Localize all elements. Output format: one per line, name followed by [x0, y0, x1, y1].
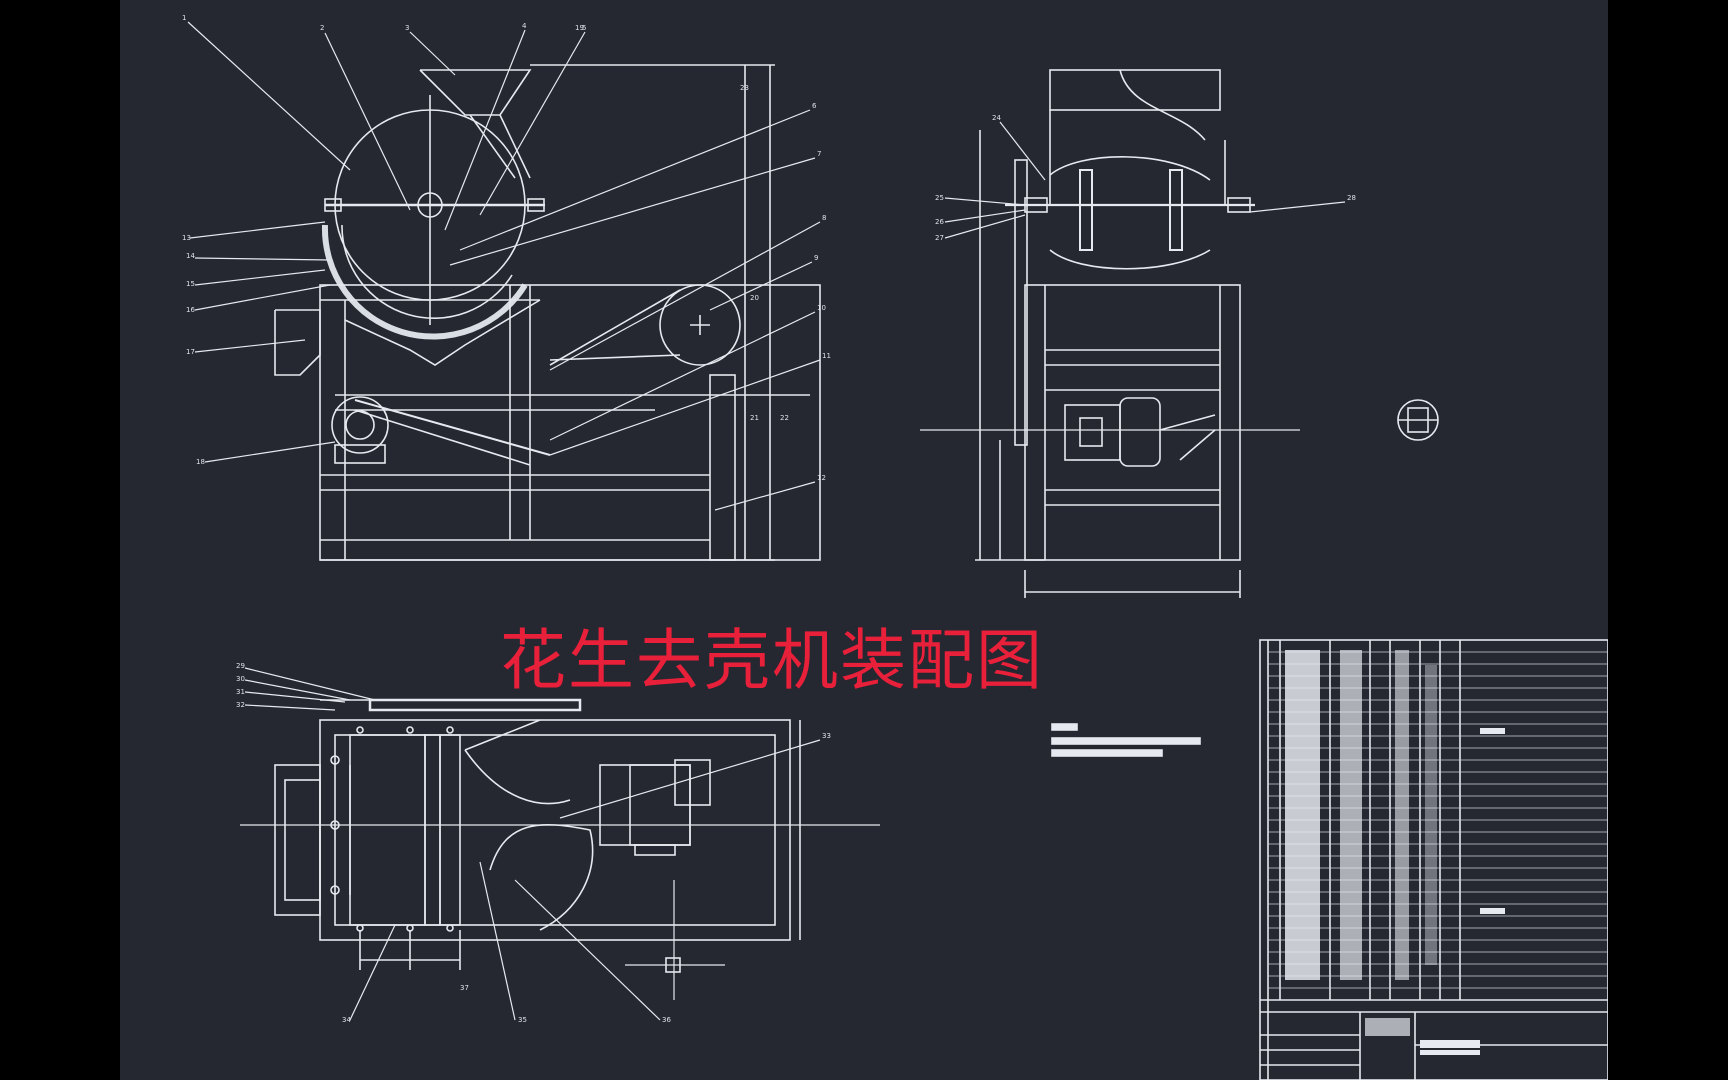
callout-number: 31	[236, 688, 245, 696]
letterbox-left	[0, 0, 120, 1080]
callout-number: 36	[662, 1016, 671, 1024]
callout-number: 23	[740, 84, 749, 92]
callout-number: 32	[236, 701, 245, 709]
callout-number: 13	[182, 234, 191, 242]
callout-number: 9	[814, 254, 818, 262]
callout-number: 11	[822, 352, 831, 360]
callout-number: 33	[822, 732, 831, 740]
callout-number: 27	[935, 234, 944, 242]
callout-number: 10	[817, 304, 826, 312]
callout-number: 8	[822, 214, 826, 222]
callout-number: 35	[518, 1016, 527, 1024]
callout-number: 34	[342, 1016, 351, 1024]
callout-number: 21	[750, 414, 759, 422]
callout-number: 14	[186, 252, 195, 260]
callout-number: 2	[320, 24, 324, 32]
callout-number: 17	[186, 348, 195, 356]
letterbox-right	[1608, 0, 1728, 1080]
drawing-svg: 1234567891011121314151617181920212223242…	[182, 14, 1608, 1080]
callout-number: 24	[992, 114, 1001, 122]
callout-number: 18	[196, 458, 205, 466]
parts-list-cell-text	[1285, 650, 1505, 1055]
callout-number: 19	[575, 24, 584, 32]
callout-number: 4	[522, 22, 527, 30]
callout-number: 20	[750, 294, 759, 302]
drawing-title: 花生去壳机装配图	[500, 622, 1044, 699]
callout-number: 7	[817, 150, 821, 158]
front-view	[274, 64, 821, 561]
side-view-leaders	[944, 121, 1346, 239]
callout-number: 37	[460, 984, 469, 992]
callout-number: 26	[935, 218, 944, 226]
callout-number: 25	[935, 194, 944, 202]
technical-requirements-block	[1051, 723, 1201, 757]
callout-number: 15	[186, 280, 195, 288]
callout-number: 29	[236, 662, 245, 670]
front-view-leaders	[187, 21, 821, 511]
top-view	[240, 698, 880, 1000]
callout-number: 12	[817, 474, 826, 482]
callout-number: 28	[1347, 194, 1356, 202]
callout-number: 1	[182, 14, 186, 22]
side-view	[920, 69, 1300, 598]
callout-number: 3	[405, 24, 409, 32]
callout-number: 6	[812, 102, 817, 110]
section-detail-symbol	[1397, 399, 1439, 441]
top-view-leaders	[244, 667, 821, 1021]
callout-number: 16	[186, 306, 195, 314]
callout-number: 5	[582, 24, 586, 32]
parts-list-rows	[1268, 651, 1608, 989]
callout-number: 22	[780, 414, 789, 422]
callout-number: 30	[236, 675, 245, 683]
